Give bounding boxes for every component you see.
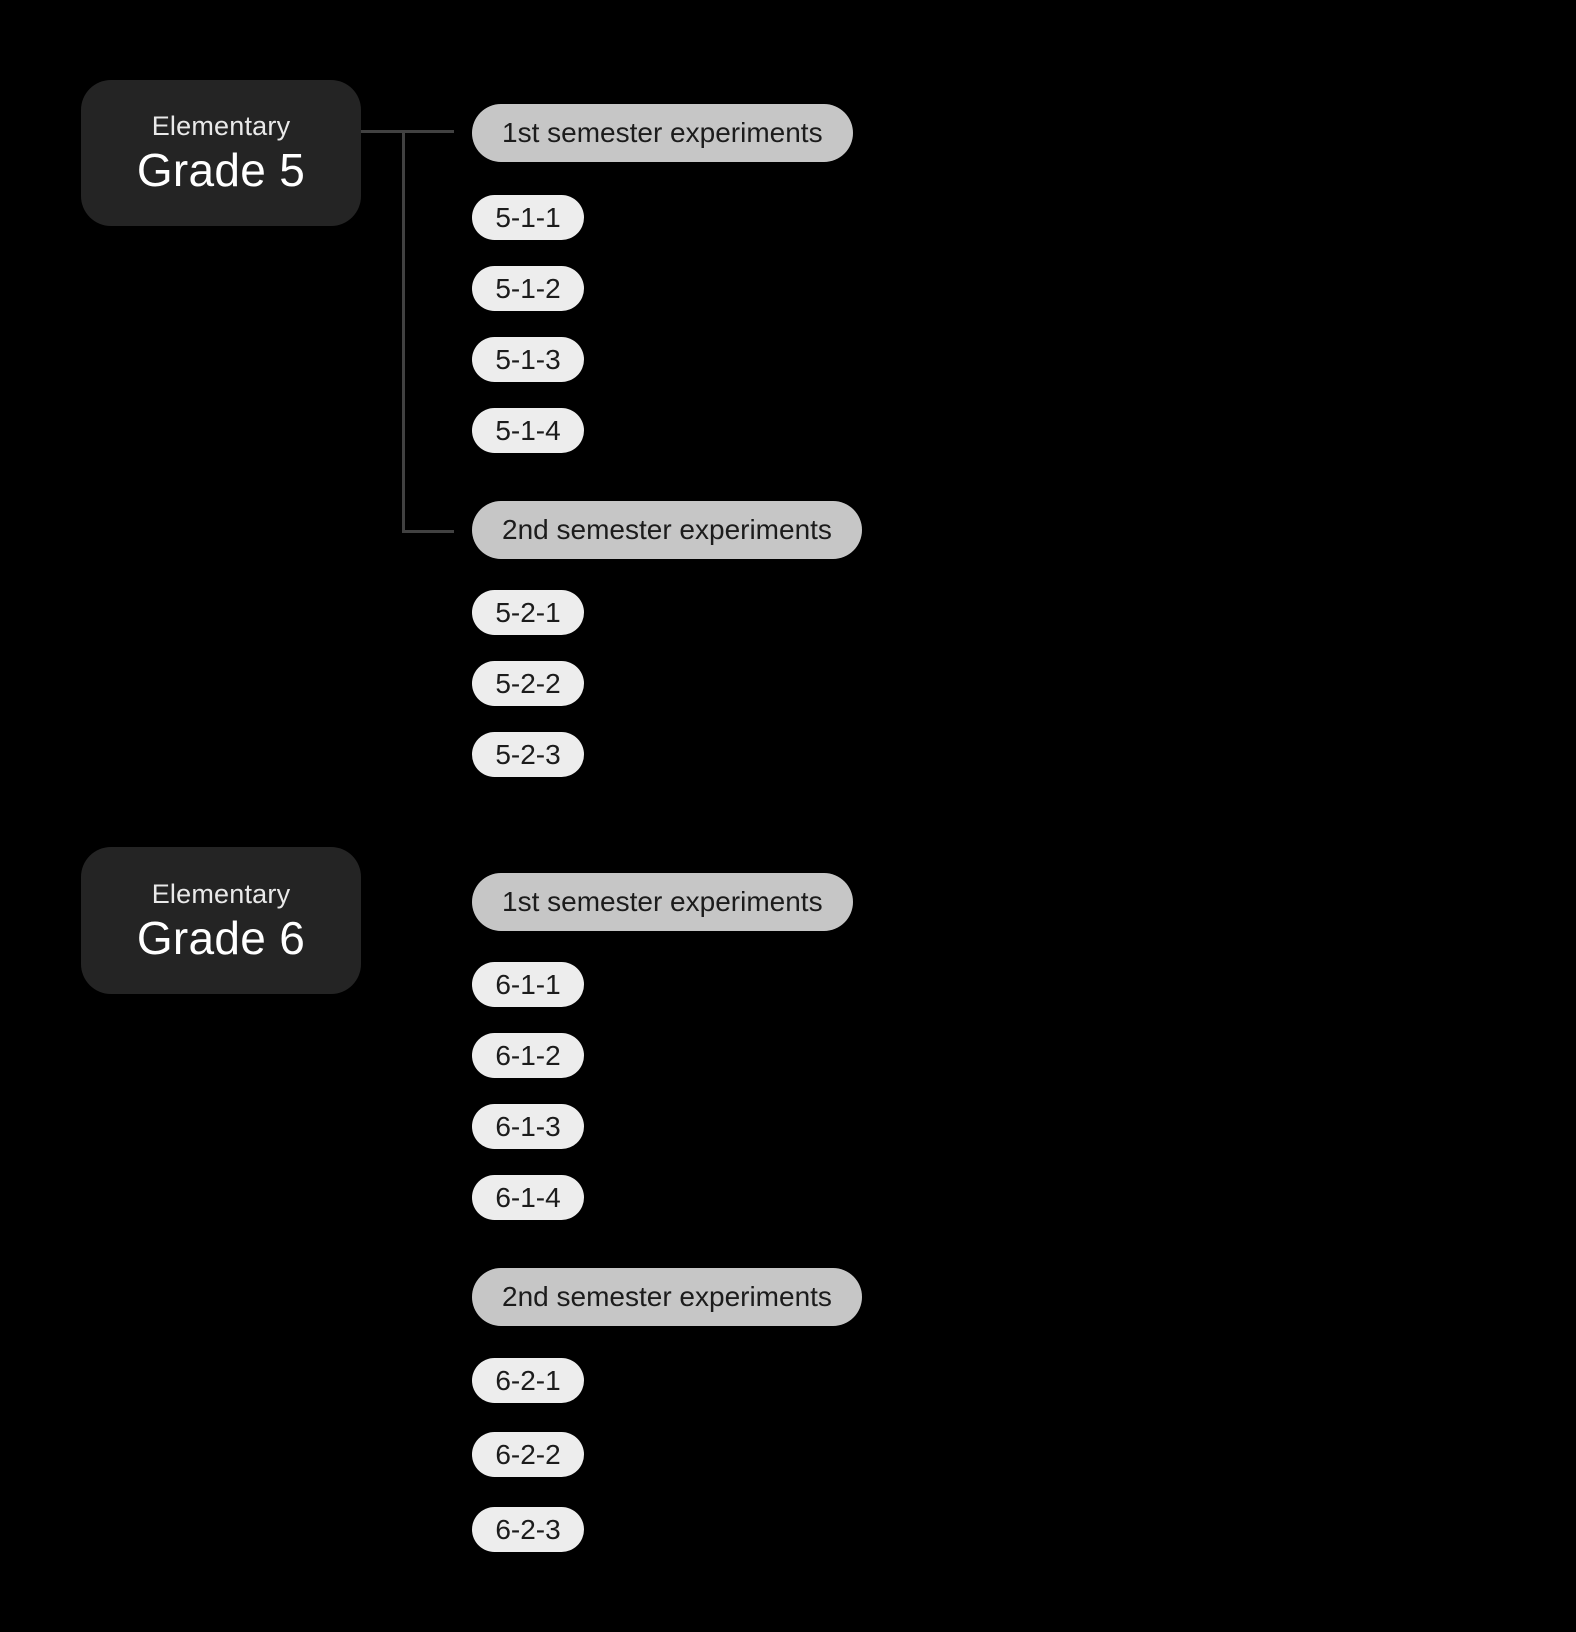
connector-grade5-vertical-line (402, 130, 405, 533)
grade5-item-5-2-1: 5-2-1 (472, 590, 584, 635)
grade-6-subtitle: Elementary (151, 878, 291, 909)
grade5-item-5-1-4: 5-1-4 (472, 408, 584, 453)
grade6-sem2-node: 2nd semester experiments (472, 1268, 862, 1326)
grade-6-node: Elementary Grade 6 (81, 847, 361, 994)
grade6-item-6-1-1: 6-1-1 (472, 962, 584, 1007)
grade6-item-6-2-3: 6-2-3 (472, 1507, 584, 1552)
grade6-item-6-1-3: 6-1-3 (472, 1104, 584, 1149)
grade6-item-6-2-1: 6-2-1 (472, 1358, 584, 1403)
grade5-sem2-node: 2nd semester experiments (472, 501, 862, 559)
grade6-item-6-1-4: 6-1-4 (472, 1175, 584, 1220)
grade5-item-5-1-2: 5-1-2 (472, 266, 584, 311)
grade-5-title: Grade 5 (136, 144, 306, 196)
grade6-item-6-2-2: 6-2-2 (472, 1432, 584, 1477)
grade-5-subtitle: Elementary (151, 111, 291, 141)
grade5-item-5-1-3: 5-1-3 (472, 337, 584, 382)
grade6-sem1-node: 1st semester experiments (472, 873, 853, 931)
grade5-item-5-1-1: 5-1-1 (472, 195, 584, 240)
grade-6-title: Grade 6 (136, 911, 306, 964)
grade-5-node: Elementary Grade 5 (81, 80, 361, 226)
grade5-item-5-2-3: 5-2-3 (472, 732, 584, 777)
grade5-item-5-2-2: 5-2-2 (472, 661, 584, 706)
grade5-sem1-node: 1st semester experiments (472, 104, 853, 162)
connector-grade5-to-sem1-line (361, 130, 454, 133)
grade6-item-6-1-2: 6-1-2 (472, 1033, 584, 1078)
connector-grade5-to-sem2-line (402, 530, 454, 533)
